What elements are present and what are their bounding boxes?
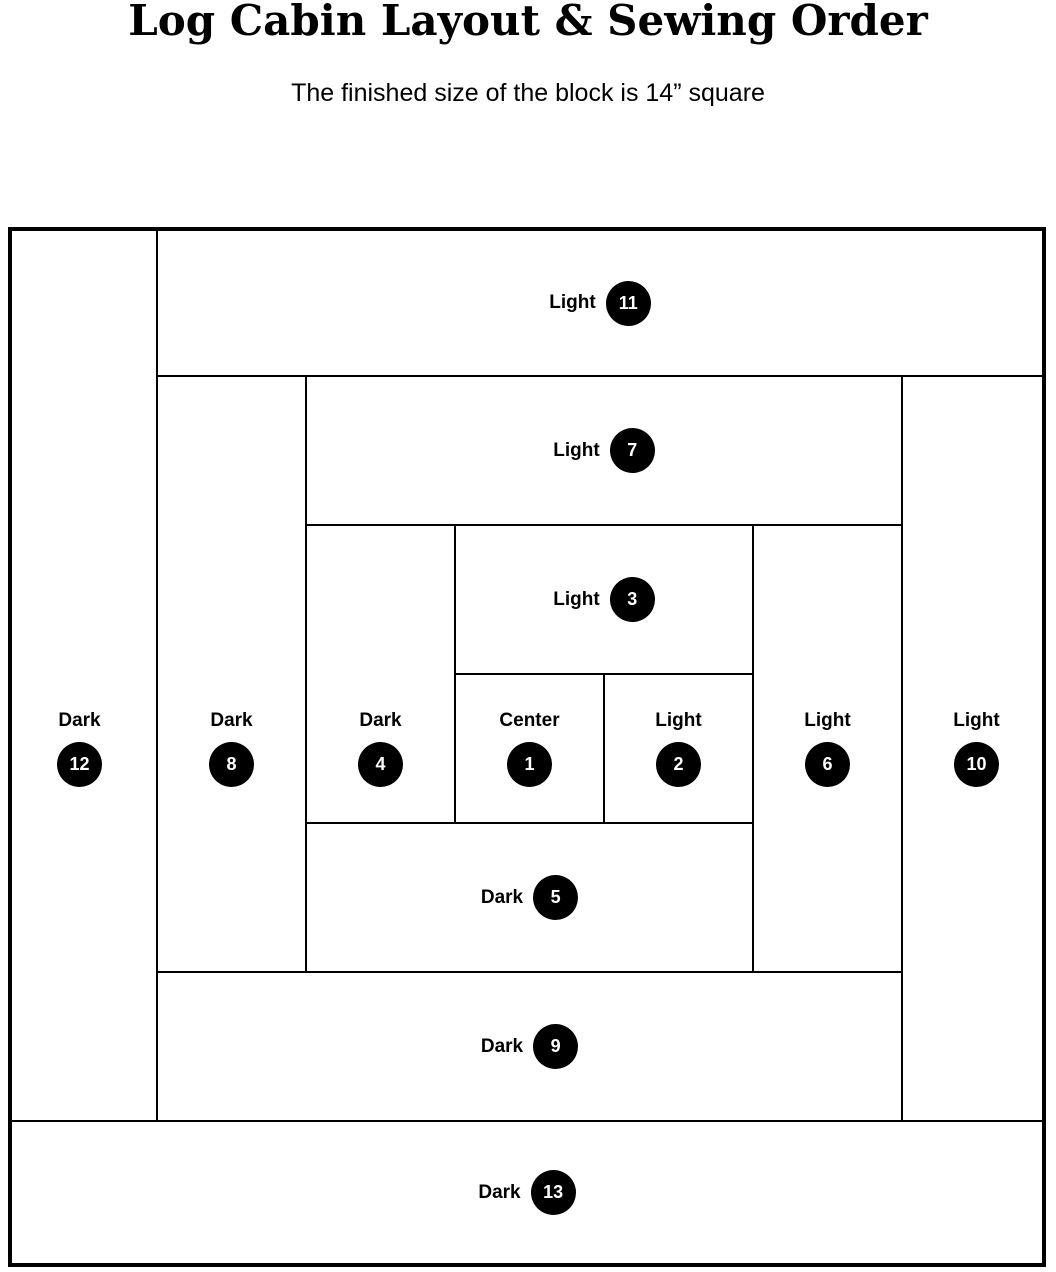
piece-1 xyxy=(455,674,604,823)
sewing-order-badge: 13 xyxy=(530,1170,576,1215)
piece-shade-label: Dark xyxy=(359,709,402,731)
piece-7-label: Light 7 xyxy=(306,376,902,525)
piece-3-label: Light 3 xyxy=(455,525,753,674)
piece-11-label: Light 11 xyxy=(157,230,1043,376)
sewing-order-badge: 8 xyxy=(209,741,254,787)
piece-13 xyxy=(11,1121,1043,1264)
piece-shade-label: Light xyxy=(655,709,702,731)
piece-12-label: Dark 12 xyxy=(11,674,148,823)
piece-9-label: Dark 9 xyxy=(157,972,902,1121)
page-subtitle: The finished size of the block is 14” sq… xyxy=(291,79,765,107)
piece-7 xyxy=(306,376,902,525)
sewing-order-badge: 1 xyxy=(507,741,552,787)
sewing-order-badge: 11 xyxy=(605,280,651,326)
piece-shade-label: Dark xyxy=(480,1035,524,1057)
piece-shade-label: Dark xyxy=(480,886,524,908)
piece-4 xyxy=(306,525,455,823)
piece-12 xyxy=(11,230,157,1121)
sewing-order-badge: 2 xyxy=(656,741,701,787)
sewing-order-badge: 10 xyxy=(954,741,999,787)
piece-9 xyxy=(157,972,902,1121)
piece-8 xyxy=(157,376,306,972)
piece-4-label: Dark 4 xyxy=(306,674,455,823)
piece-shade-label: Light xyxy=(549,292,596,313)
piece-shade-label: Dark xyxy=(478,1181,521,1203)
piece-shade-label: Center xyxy=(499,709,560,731)
piece-6 xyxy=(753,525,902,972)
piece-10-label: Light 10 xyxy=(902,674,1051,823)
piece-8-label: Dark 8 xyxy=(157,674,306,823)
piece-11 xyxy=(157,230,1043,376)
sewing-order-badge: 6 xyxy=(805,741,850,787)
piece-10 xyxy=(902,376,1043,1121)
piece-6-label: Light 6 xyxy=(753,674,902,823)
sewing-order-badge: 9 xyxy=(533,1024,579,1069)
piece-5-label: Dark 5 xyxy=(306,823,753,972)
sewing-order-badge: 5 xyxy=(533,875,579,920)
piece-5 xyxy=(306,823,753,972)
piece-3 xyxy=(455,525,753,674)
piece-shade-label: Light xyxy=(953,709,1000,731)
page-title: Log Cabin Layout & Sewing Order xyxy=(128,0,928,45)
piece-2 xyxy=(604,674,753,823)
piece-shade-label: Light xyxy=(553,439,600,461)
piece-shade-label: Dark xyxy=(58,709,101,731)
piece-2-label: Light 2 xyxy=(604,674,753,823)
quilt-block: Center 1 Light 2 Light 3 Dark 4 Dark 5 L… xyxy=(8,227,1046,1267)
piece-shade-label: Light xyxy=(804,709,851,731)
sewing-order-badge: 3 xyxy=(609,577,655,622)
sewing-order-badge: 4 xyxy=(358,741,403,787)
piece-shade-label: Light xyxy=(553,588,600,610)
sewing-order-badge: 7 xyxy=(609,428,655,473)
piece-13-label: Dark 13 xyxy=(11,1121,1043,1264)
piece-1-label: Center 1 xyxy=(455,674,604,823)
sewing-order-badge: 12 xyxy=(57,741,102,787)
piece-shade-label: Dark xyxy=(210,709,253,731)
